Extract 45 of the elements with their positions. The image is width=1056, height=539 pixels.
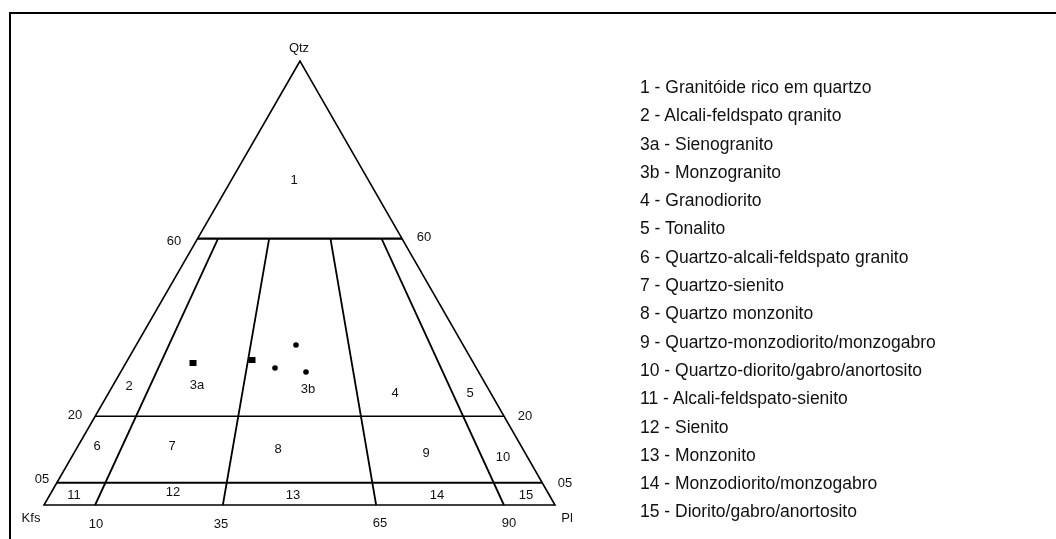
tick-label: 05 [557, 475, 573, 489]
legend-entry: 15 - Diorito/gabro/anortosito [640, 500, 858, 524]
tick-label: 60 [416, 229, 432, 243]
legend-entry: 6 - Quartzo-alcali-feldspato granito [640, 245, 910, 269]
region-number: 12 [165, 484, 181, 498]
legend-entry: 5 - Tonalito [640, 217, 727, 241]
legend-entry: 8 - Quartzo monzonito [640, 302, 815, 326]
region-number: 9 [422, 445, 430, 459]
tick-label: 60 [166, 233, 182, 247]
tick-label: 05 [34, 471, 50, 485]
tick-label: 35 [213, 516, 229, 530]
region-number: 11 [67, 487, 81, 501]
region-number: 8 [274, 441, 282, 455]
legend-entry: 2 - Alcali-feldspato qranito [640, 104, 843, 128]
legend-entry: 14 - Monzodiorito/monzogabro [640, 472, 879, 496]
vertex-label: Kfs [21, 510, 41, 524]
legend-entry: 3b - Monzogranito [640, 160, 783, 184]
tick-label: 90 [501, 515, 517, 529]
legend-entry: 12 - Sienito [640, 415, 730, 439]
tick-label: 65 [372, 515, 388, 529]
legend-entry: 3a - Sienogranito [640, 132, 775, 156]
tick-label: 10 [88, 516, 104, 530]
vertex-label: Pl [561, 510, 573, 524]
region-number: 4 [391, 385, 399, 399]
legend-entry: 13 - Monzonito [640, 443, 757, 467]
tick-label: 20 [67, 407, 83, 421]
legend-entry: 11 - Alcali-feldspato-sienito [640, 387, 849, 411]
region-number: 3b [300, 381, 316, 395]
region-number: 15 [518, 487, 534, 501]
tick-label: 20 [517, 408, 533, 422]
region-number: 5 [466, 385, 474, 399]
legend-entry: 7 - Quartzo-sienito [640, 274, 785, 298]
region-number: 14 [429, 487, 445, 501]
region-number: 7 [168, 438, 176, 452]
region-number: 2 [125, 378, 133, 392]
region-number: 10 [495, 449, 511, 463]
region-number: 13 [285, 487, 301, 501]
legend-entry: 9 - Quartzo-monzodiorito/monzogabro [640, 330, 936, 354]
region-number: 1 [290, 172, 298, 186]
legend-entry: 1 - Granitóide rico em quartzo [640, 76, 873, 99]
legend-entry: 4 - Granodiorito [640, 189, 763, 213]
region-number: 3a [189, 377, 205, 391]
vertex-label: Qtz [288, 40, 310, 54]
region-number: 6 [93, 438, 101, 452]
legend-entry: 10 - Quartzo-diorito/gabro/anortosito [640, 358, 924, 382]
